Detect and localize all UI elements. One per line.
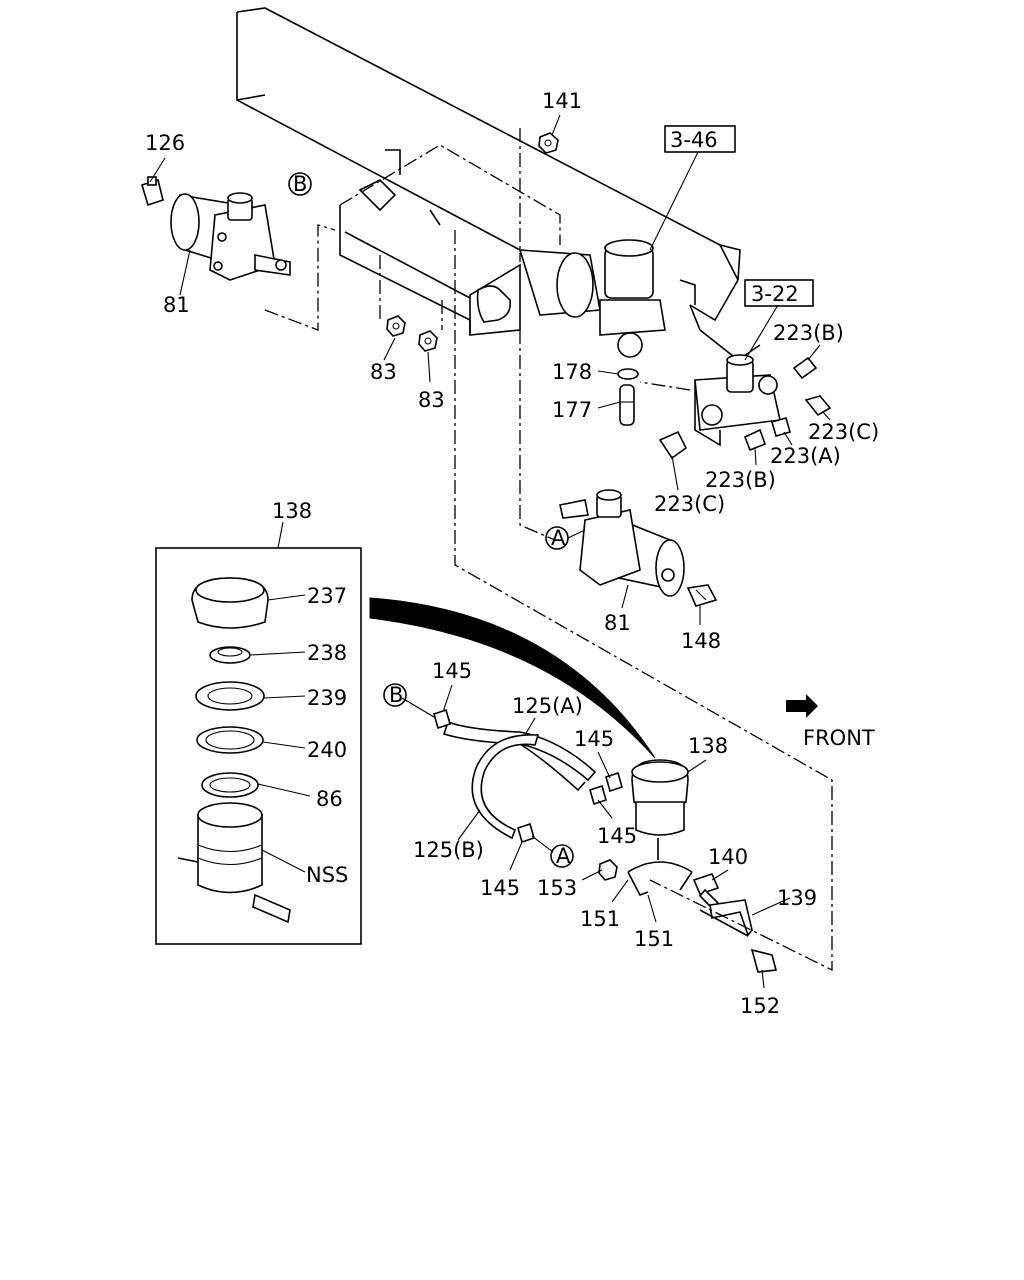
- part-label-178: 178: [552, 360, 592, 384]
- part-label-139: 139: [777, 886, 817, 910]
- band-151: [627, 861, 693, 896]
- hose-125b: [471, 734, 540, 840]
- part-label-138-reservoir: 138: [688, 734, 728, 758]
- marker-label-b-upper: B: [293, 172, 307, 196]
- circle-marker-a-pump: [545, 526, 569, 550]
- part-label-177: 177: [552, 398, 592, 422]
- part-label-148: 148: [681, 629, 721, 653]
- circle-marker-b-hose: [383, 683, 407, 707]
- mounting-bracket: [339, 144, 561, 336]
- circle-marker-b-upper: [288, 172, 312, 196]
- part-label-238: 238: [307, 641, 347, 665]
- part-label-86: 86: [316, 787, 343, 811]
- part-label-240: 240: [307, 738, 347, 762]
- fitting-223b-lower: [743, 428, 767, 452]
- clamp-145-c: [589, 784, 607, 806]
- part-label-81-upper: 81: [163, 293, 190, 317]
- valve-assembly: [694, 354, 781, 447]
- part-label-223a: 223(A): [770, 444, 841, 468]
- front-direction-arrow: [786, 694, 818, 718]
- hose-125a: [442, 720, 597, 792]
- reference-label-3-22: 3-22: [751, 282, 799, 306]
- marker-label-a-pump: A: [551, 526, 566, 550]
- front-label: FRONT: [803, 726, 875, 750]
- clip-178: [617, 368, 639, 380]
- power-steering-pump-lower: [559, 489, 685, 597]
- bracket-139: [699, 899, 753, 937]
- bolt-152: [750, 948, 778, 973]
- circle-marker-a-hose: [550, 844, 574, 868]
- nut-83-b: [418, 330, 438, 352]
- part-label-237: 237: [307, 584, 347, 608]
- part-label-223b-lower: 223(B): [705, 468, 776, 492]
- nut-83-a: [386, 315, 406, 337]
- clamp-145-a: [433, 708, 451, 730]
- part-label-223c-lower: 223(C): [654, 492, 725, 516]
- fitting-223a: [771, 417, 791, 437]
- part-label-153: 153: [537, 876, 577, 900]
- part-label-152: 152: [740, 994, 780, 1018]
- power-steering-pump-upper: [170, 192, 291, 281]
- reservoir-138: [631, 759, 689, 860]
- part-label-145-c: 145: [597, 824, 637, 848]
- part-label-140: 140: [708, 845, 748, 869]
- part-label-223c-upper: 223(C): [808, 420, 879, 444]
- reservoir-detail-box: [155, 547, 362, 945]
- reference-label-3-46: 3-46: [670, 128, 718, 152]
- nut-141: [538, 132, 559, 154]
- part-label-145-a: 145: [432, 659, 472, 683]
- fitting-126: [141, 176, 164, 207]
- nut-153: [598, 859, 618, 881]
- part-label-125a: 125(A): [512, 694, 583, 718]
- fitting-223b-upper: [792, 356, 818, 380]
- part-label-223b-upper: 223(B): [773, 321, 844, 345]
- part-label-81-lower: 81: [604, 611, 631, 635]
- part-label-138-box: 138: [272, 499, 312, 523]
- part-label-151-b: 151: [634, 927, 674, 951]
- part-label-141: 141: [542, 89, 582, 113]
- clamp-145-d: [517, 822, 535, 844]
- part-label-83-a: 83: [370, 360, 397, 384]
- fitting-223c-upper: [804, 395, 832, 417]
- reference-box-3-22: [744, 279, 814, 307]
- part-label-239: 239: [307, 686, 347, 710]
- air-dryer-assembly: [518, 239, 696, 358]
- marker-label-b-hose: B: [389, 683, 403, 707]
- part-label-145-b: 145: [574, 727, 614, 751]
- fitting-148: [686, 584, 718, 607]
- part-label-151-a: 151: [580, 907, 620, 931]
- part-label-nss: NSS: [306, 863, 348, 887]
- part-label-126: 126: [145, 131, 185, 155]
- marker-label-a-hose: A: [556, 844, 571, 868]
- leader-lines: [149, 114, 831, 989]
- fitting-223c-lower: [658, 430, 688, 460]
- pin-177: [619, 384, 635, 426]
- part-label-83-b: 83: [418, 388, 445, 412]
- reference-box-3-46: [664, 125, 736, 153]
- part-label-125b: 125(B): [413, 838, 484, 862]
- part-label-145-d: 145: [480, 876, 520, 900]
- detail-pointer-arrow: [369, 597, 656, 759]
- assembly-reference-lines: [264, 128, 833, 972]
